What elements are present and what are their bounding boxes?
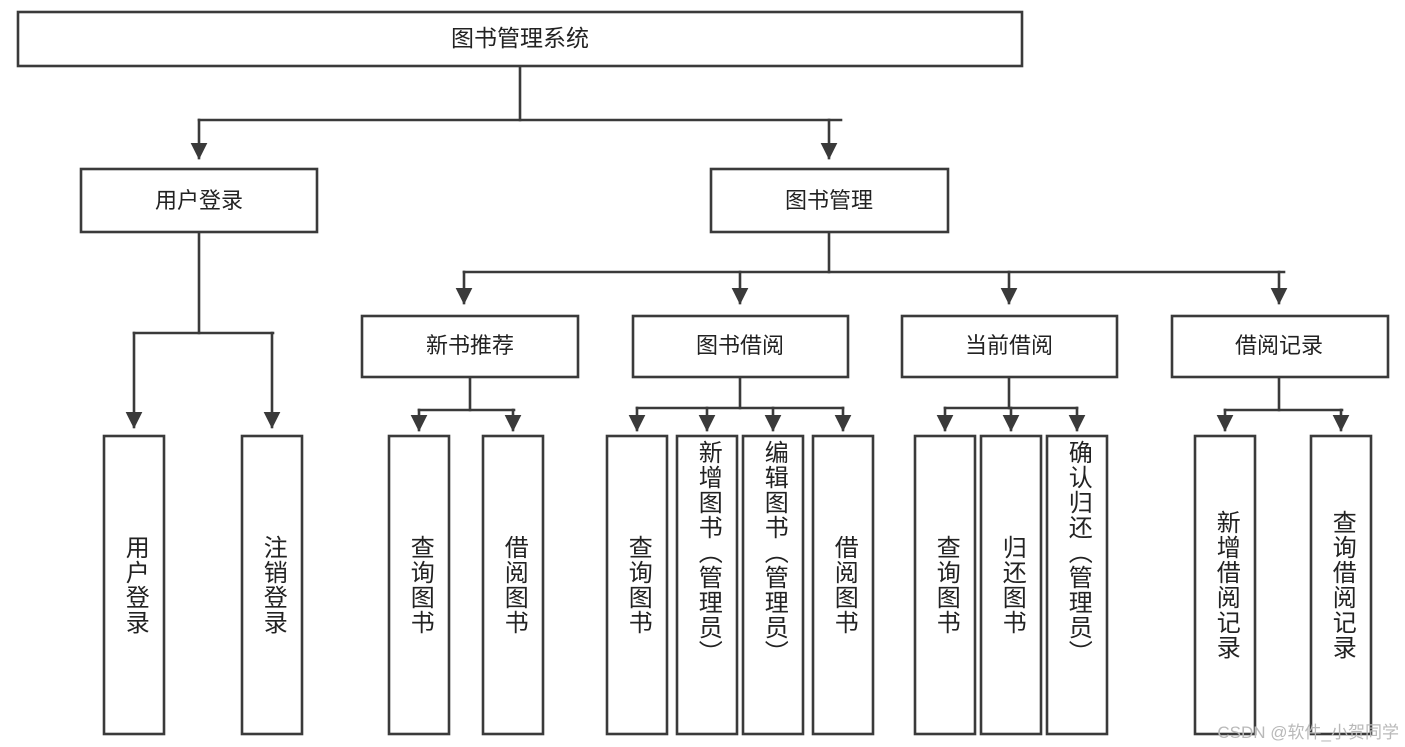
leaf-box-add-record[interactable] [1193,434,1257,736]
leaf-boxes [102,434,1373,736]
node-root[interactable]: 图书管理系统 [16,10,1024,68]
connector-borrow-record-to-leaves [1216,375,1350,432]
connector-user-login-to-leaves [125,230,281,429]
connector-root-to-level2 [190,64,843,160]
watermark-text: CSDN @软件_小贺同学 [1217,723,1399,742]
node-current-borrow[interactable]: 当前借阅 [900,314,1119,379]
node-user-login[interactable]: 用户登录 [79,167,319,234]
node-borrow-record[interactable]: 借阅记录 [1170,314,1390,379]
connector-book-manage-to-level3 [455,230,1288,305]
leaf-box-edit-book[interactable] [741,434,805,736]
connector-book-borrow-to-leaves [628,375,852,432]
leaf-box-query-book-2[interactable] [605,434,669,736]
leaf-box-return-book[interactable] [979,434,1043,736]
node-borrow-record-label: 借阅记录 [1235,333,1323,358]
node-book-manage-label: 图书管理 [785,188,873,213]
leaf-box-query-book-3[interactable] [913,434,977,736]
connector-current-borrow-to-leaves [936,375,1086,432]
leaf-box-logout-login[interactable] [240,434,304,736]
node-user-login-label: 用户登录 [155,188,243,213]
node-new-book-rec[interactable]: 新书推荐 [360,314,580,379]
node-root-label: 图书管理系统 [451,25,589,51]
node-book-manage[interactable]: 图书管理 [709,167,950,234]
leaf-box-query-record[interactable] [1309,434,1373,736]
leaf-box-add-book[interactable] [675,434,739,736]
connector-new-book-rec-to-leaves [410,375,522,432]
leaf-box-borrow-book-2[interactable] [811,434,875,736]
node-book-borrow-label: 图书借阅 [696,333,784,358]
leaf-box-borrow-book-1[interactable] [481,434,545,736]
leaf-box-user-login[interactable] [102,434,166,736]
node-new-book-rec-label: 新书推荐 [426,333,514,358]
node-current-borrow-label: 当前借阅 [965,333,1053,358]
leaf-box-query-book-1[interactable] [387,434,451,736]
node-book-borrow[interactable]: 图书借阅 [631,314,850,379]
leaf-box-confirm-return[interactable] [1045,434,1109,736]
